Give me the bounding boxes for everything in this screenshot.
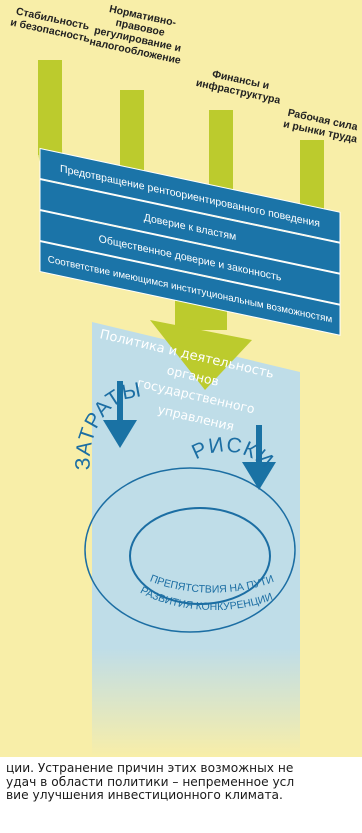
category-label-1: Стабильностьи безопасность <box>9 5 94 45</box>
fork-prong-1 <box>38 60 62 155</box>
caption-text: ции. Устранение причин этих возможных не… <box>6 762 362 803</box>
category-label-3: Финансы иинфраструктура <box>195 65 284 106</box>
category-label-4: Рабочая силаи рынки труда <box>282 106 361 145</box>
policy-panel <box>92 322 300 757</box>
outer-ring <box>84 467 296 633</box>
category-label-2: Нормативно-правовоерегулирование иналого… <box>88 1 189 67</box>
caption-line-2: удач в области политики – непременное ус… <box>6 774 295 789</box>
down-arrow-left <box>103 381 137 448</box>
caption-line-3: вие улучшения инвестиционного климата. <box>6 788 283 803</box>
caption-line-1: ции. Устранение причин этих возможных не <box>6 762 294 775</box>
diagram-canvas: Стабильностьи безопасностьНормативно-пра… <box>9 1 361 757</box>
fork-arrowhead <box>150 320 252 390</box>
down-arrow-right <box>242 425 276 490</box>
inner-ring <box>129 507 271 605</box>
down-arrows <box>103 381 276 490</box>
